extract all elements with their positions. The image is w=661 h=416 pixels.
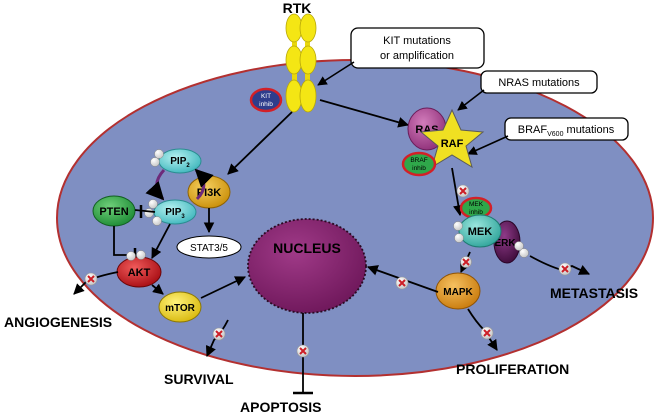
phosphate-groups	[453, 221, 529, 258]
raf-label: RAF	[441, 138, 464, 150]
phospho-marker	[84, 272, 98, 286]
mtor-label: mTOR	[165, 303, 196, 314]
phospho-marker	[395, 276, 409, 290]
svg-text:KIT mutations: KIT mutations	[383, 35, 451, 47]
svg-text:inhib: inhib	[412, 165, 426, 172]
raf-protein	[419, 108, 485, 169]
phospho-marker	[456, 184, 470, 198]
nras-mutation-callout: NRAS mutations	[480, 70, 598, 94]
pip3-label: PIP3	[165, 207, 185, 220]
angiogenesis-label: ANGIOGENESIS	[4, 314, 112, 330]
svg-text:NRAS mutations: NRAS mutations	[498, 77, 580, 89]
svg-text:BRAFV600 mutations: BRAFV600 mutations	[518, 124, 615, 138]
svg-text:MEK: MEK	[469, 201, 484, 208]
mtor-protein	[158, 291, 202, 323]
cell-membrane	[56, 59, 654, 377]
metastasis-label: METASTASIS	[550, 285, 638, 301]
phospho-marker	[212, 327, 226, 341]
braf-mutation-callout: BRAFV600 mutations	[504, 117, 629, 141]
kit-mutation-callout: KIT mutations or amplification	[350, 27, 485, 69]
svg-text:inhib: inhib	[469, 209, 483, 216]
nucleus	[247, 218, 367, 314]
svg-text:inhib: inhib	[259, 101, 273, 108]
stat-label: STAT3/5	[190, 243, 228, 254]
phospho-marker	[460, 256, 472, 268]
apoptosis-label: APOPTOSIS	[240, 399, 321, 415]
survival-label: SURVIVAL	[164, 371, 234, 387]
pip2-label: PIP2	[170, 156, 190, 169]
phospho-marker	[480, 326, 494, 340]
svg-text:KIT: KIT	[261, 93, 271, 100]
stat-protein	[176, 235, 242, 259]
nucleus-label: NUCLEUS	[273, 240, 341, 256]
phospho-marker	[296, 344, 310, 358]
kit-inhibitor: KIT inhib	[249, 87, 283, 113]
akt-label: AKT	[128, 267, 151, 279]
rtk-label: RTK	[283, 0, 312, 16]
svg-text:BRAF: BRAF	[410, 157, 427, 164]
proliferation-label: PROLIFERATION	[456, 361, 569, 377]
rtk-receptor	[285, 13, 317, 113]
svg-text:or amplification: or amplification	[380, 50, 454, 62]
mek-protein	[458, 214, 502, 248]
mek-label: MEK	[468, 226, 493, 238]
pten-label: PTEN	[99, 206, 128, 218]
mapk-label: MAPK	[443, 287, 473, 298]
phospho-marker	[558, 262, 572, 276]
braf-inhibitor: BRAF inhib	[401, 151, 437, 177]
erk-label: ERK	[494, 238, 516, 249]
